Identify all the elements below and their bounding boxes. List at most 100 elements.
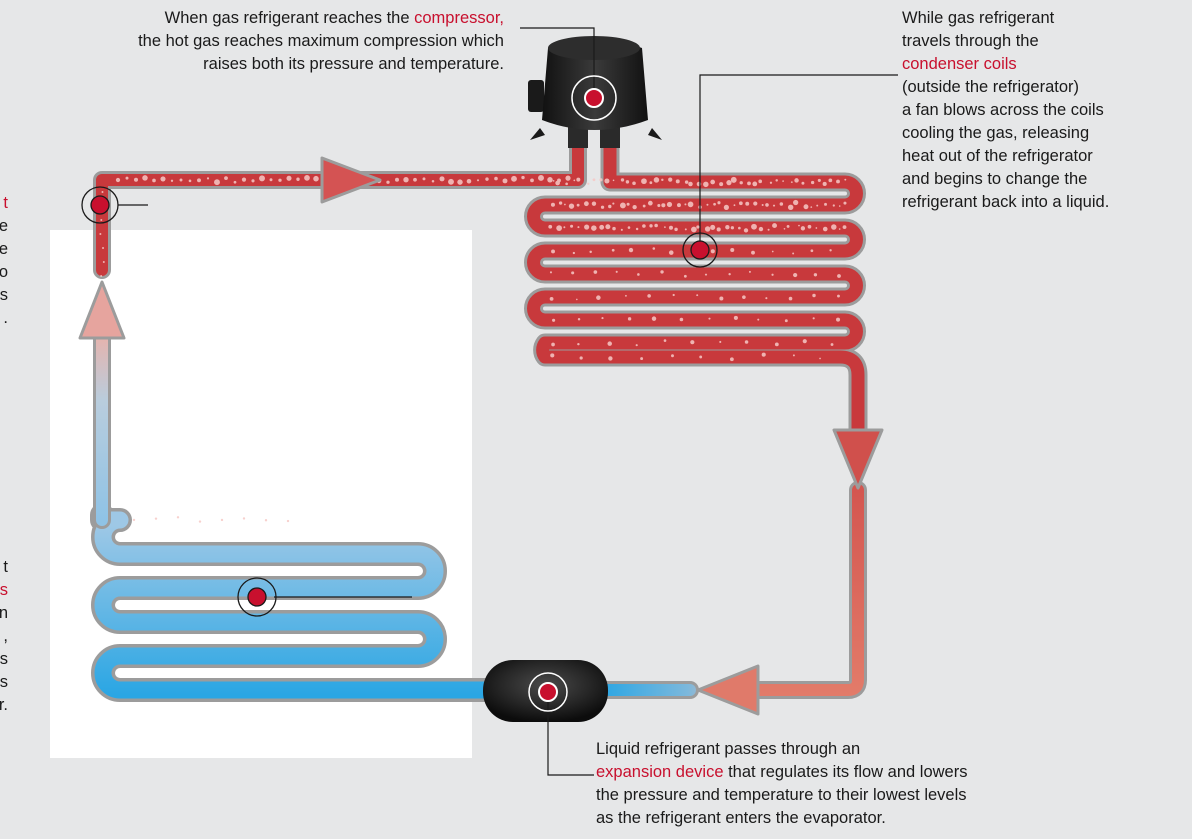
gas-bubble	[286, 175, 292, 181]
gas-bubble	[837, 294, 840, 298]
gas-bubble	[710, 224, 716, 230]
gas-bubble	[188, 179, 192, 183]
gas-bubble	[251, 179, 255, 183]
condenser-note-line1: While gas refrigerant	[902, 9, 1055, 27]
gas-bubble	[758, 179, 763, 184]
gas-bubble	[160, 176, 166, 182]
gas-bubble	[793, 199, 799, 206]
gas-bubble	[684, 203, 687, 206]
gas-bubble	[605, 224, 611, 230]
gas-bubble	[745, 201, 750, 206]
gas-bubble	[115, 177, 121, 183]
gas-bubble	[635, 344, 638, 347]
gas-bubble	[591, 225, 597, 231]
condenser-note: While gas refrigerant travels through th…	[902, 7, 1109, 214]
gas-bubble	[719, 340, 722, 343]
gas-bubble	[765, 203, 769, 207]
gas-bubbles	[99, 174, 847, 523]
condenser-note-line7: heat out of the refrigerator	[902, 147, 1093, 165]
gas-bubble	[550, 353, 555, 358]
gas-bubble	[152, 178, 156, 183]
gas-bubble	[738, 226, 741, 230]
gas-bubble	[102, 247, 105, 249]
gas-bubble	[632, 181, 636, 186]
gas-bubble	[830, 343, 834, 346]
gas-bubble	[783, 227, 786, 230]
condenser-note-line2: travels through the	[902, 32, 1039, 50]
gas-bubble	[592, 178, 596, 182]
gas-bubble	[687, 201, 694, 208]
gas-bubble	[502, 178, 508, 184]
gas-bubble	[608, 204, 612, 209]
gas-bubble	[751, 250, 755, 255]
compressor-note-line1: When gas refrigerant reaches the	[164, 9, 415, 27]
gas-bubble	[565, 182, 568, 186]
gas-bubble	[259, 175, 265, 182]
gas-bubble	[494, 176, 498, 181]
gas-bubble	[703, 181, 709, 188]
gas-bubble	[615, 270, 618, 273]
gas-bubble	[716, 227, 721, 232]
gas-bubble	[264, 519, 268, 522]
gas-bubble	[607, 341, 612, 346]
gas-bubble	[579, 356, 583, 360]
gas-bubble	[577, 342, 580, 346]
gas-bubble	[769, 181, 773, 184]
gas-bubble	[775, 179, 778, 182]
gas-bubble	[733, 204, 736, 207]
gas-bubble	[710, 179, 716, 185]
gas-bubble	[596, 295, 601, 300]
gas-bubble	[558, 201, 563, 205]
left-lower-line6: s	[0, 673, 8, 691]
gas-bubble	[725, 225, 730, 230]
gas-bubble	[625, 180, 630, 184]
gas-bubble	[752, 181, 758, 187]
left-lower-highlight: s	[0, 581, 8, 599]
gas-bubble	[576, 203, 580, 207]
gas-bubble	[838, 205, 841, 207]
gas-bubble	[132, 518, 136, 522]
gas-bubble	[660, 270, 664, 274]
gas-bubble	[530, 178, 534, 183]
gas-bubble	[666, 201, 673, 208]
gas-bubble	[627, 317, 632, 321]
gas-bubble	[604, 178, 610, 184]
gas-bubble	[457, 179, 463, 185]
gas-bubble	[563, 226, 566, 229]
gas-bubble	[813, 273, 818, 277]
gas-bubble	[220, 518, 224, 522]
gas-bubble	[751, 223, 757, 230]
gas-bubble	[690, 340, 695, 345]
gas-bubble	[704, 273, 708, 276]
gas-bubble	[386, 180, 390, 184]
target-marker-icon	[571, 75, 617, 121]
gas-bubble	[620, 228, 623, 231]
liquid-return-line	[751, 481, 867, 699]
gas-bubble	[739, 181, 743, 185]
gas-bubble	[637, 273, 640, 276]
gas-bubble	[843, 201, 847, 205]
gas-bubble	[829, 249, 832, 252]
gas-bubble	[476, 179, 480, 182]
gas-bubble	[599, 178, 603, 182]
gas-bubble	[798, 224, 800, 227]
gas-bubble	[663, 339, 667, 342]
expansion-note-line1: Liquid refrigerant passes through an	[596, 740, 861, 758]
gas-bubble	[824, 202, 827, 206]
gas-bubble	[600, 205, 605, 209]
compressor-note: When gas refrigerant reaches the compres…	[138, 7, 504, 76]
gas-bubble	[728, 272, 731, 276]
gas-bubble	[102, 261, 105, 263]
gas-bubble	[422, 177, 426, 181]
expansion-note: Liquid refrigerant passes through an exp…	[596, 738, 967, 830]
gas-bubble	[753, 201, 758, 206]
gas-bubble	[757, 318, 760, 321]
gas-bubble	[810, 180, 815, 185]
gas-bubble	[142, 175, 148, 181]
gas-bubble	[651, 316, 657, 321]
gas-bubble	[587, 182, 590, 185]
gas-bubble	[641, 178, 647, 185]
gas-bubble	[647, 200, 653, 206]
gas-bubble	[170, 179, 174, 182]
gas-bubble	[551, 249, 555, 254]
